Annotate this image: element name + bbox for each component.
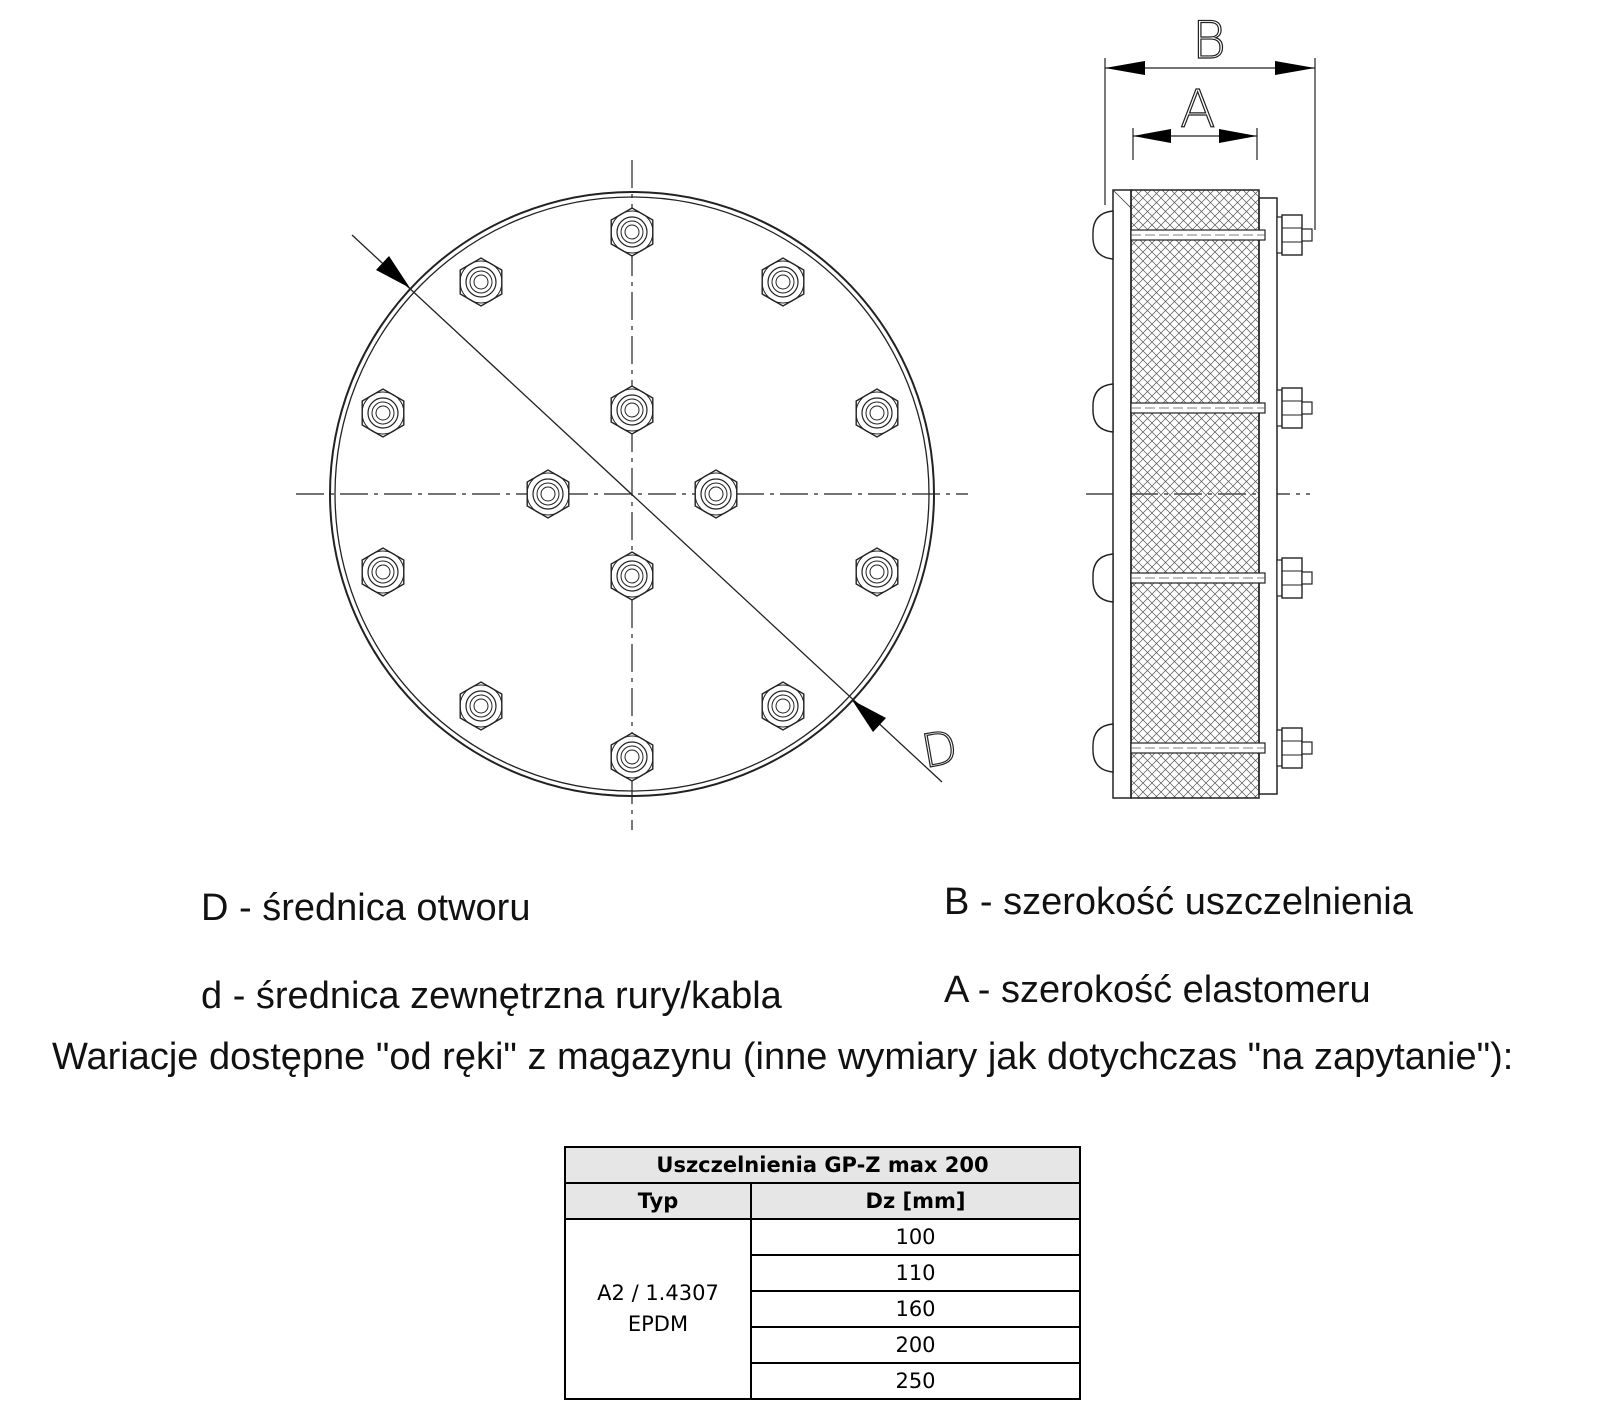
bolt-nut-icon — [610, 551, 654, 601]
dz-cell: 200 — [750, 1326, 1081, 1364]
dimension-arrow — [852, 700, 886, 732]
bolt-nut-icon — [694, 469, 738, 519]
spec-table: Uszczelnienia GP-Z max 200 Typ Dz [mm] A… — [564, 1146, 1081, 1400]
typ-material: A2 / 1.4307 — [597, 1280, 719, 1305]
flange-outline — [329, 191, 935, 797]
legend-D: D - średnica otworu — [201, 887, 531, 929]
side-bolt — [1092, 553, 1313, 603]
bolt-nut-icon — [761, 257, 805, 307]
dimension-label-A: A — [1180, 80, 1216, 140]
dz-cell: 250 — [750, 1362, 1081, 1400]
side-bolt — [1092, 210, 1313, 260]
availability-note: Wariacje dostępne "od ręki" z magazynu (… — [52, 1036, 1514, 1078]
bolt-nut-icon — [361, 547, 405, 597]
diameter-dimension-line — [351, 234, 943, 783]
elastomer-core — [1130, 189, 1260, 799]
table-row: 200 — [565, 1326, 1081, 1364]
dimension-arrow — [376, 256, 410, 288]
legend-d: d - średnica zewnętrzna rury/kabla — [201, 975, 782, 1017]
table-row: 160 — [565, 1290, 1081, 1328]
column-header-dz: Dz [mm] — [750, 1182, 1081, 1220]
column-header-typ: Typ — [564, 1182, 752, 1220]
bolt-nut-icon — [761, 681, 805, 731]
bolt-nut-icon — [610, 732, 654, 782]
back-plate — [1258, 197, 1278, 795]
table-row: 110 — [565, 1254, 1081, 1292]
bolt-nut-icon — [855, 388, 899, 438]
side-view: B A — [1086, 10, 1316, 799]
dz-cell: 100 — [750, 1218, 1081, 1256]
side-bolt — [1092, 723, 1313, 773]
bolt-nut-icon — [526, 469, 570, 519]
dz-cell: 160 — [750, 1290, 1081, 1328]
typ-cell: A2 / 1.4307 EPDM — [564, 1218, 752, 1400]
table-row: 250 — [565, 1362, 1081, 1400]
bolt-nut-icon — [459, 681, 503, 731]
front-bolt-group — [361, 207, 899, 782]
bolt-nut-icon — [459, 257, 503, 307]
front-view: D — [296, 160, 968, 830]
typ-gasket: EPDM — [627, 1312, 689, 1336]
side-bolt-group — [1092, 210, 1313, 773]
table-title: Uszczelnienia GP-Z max 200 — [564, 1146, 1081, 1184]
side-bolt — [1092, 383, 1313, 433]
dimension-label-B: B — [1192, 11, 1226, 71]
legend-A: A - szerokość elastomeru — [944, 969, 1371, 1011]
table-row: A2 / 1.4307 EPDM 100 — [564, 1218, 1081, 1400]
technical-drawing: D B A — [296, 10, 1316, 830]
dimension-label-D: D — [917, 719, 961, 778]
legend-B: B - szerokość uszczelnienia — [944, 881, 1413, 923]
bolt-nut-icon — [361, 388, 405, 438]
dz-cell: 110 — [750, 1254, 1081, 1292]
bolt-nut-icon — [610, 385, 654, 435]
front-plate — [1112, 189, 1132, 799]
bolt-nut-icon — [610, 207, 654, 257]
bolt-nut-icon — [855, 547, 899, 597]
